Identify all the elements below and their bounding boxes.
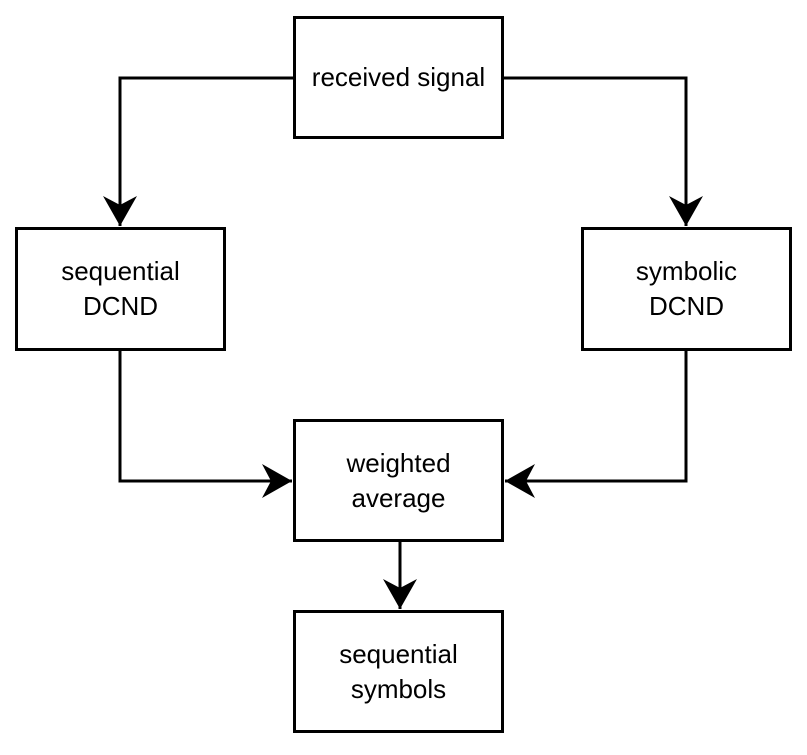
received-signal-node: received signal — [293, 16, 504, 139]
sequential-dcnd-label-line1: sequential — [61, 256, 180, 286]
weighted-average-node: weighted average — [293, 419, 504, 542]
edge-symbolic-dcnd-to-weighted-average — [505, 351, 688, 498]
weighted-average-label-line1: weighted — [346, 447, 451, 478]
symbolic-dcnd-label-line2: DCND — [648, 291, 725, 321]
sequential-dcnd-label-line2: DCND — [82, 291, 159, 321]
sequential-symbols-node: sequential symbols — [293, 610, 504, 733]
weighted-average-label-line2: average — [351, 482, 446, 513]
symbolic-dcnd-label-line1: symbolic — [635, 256, 738, 286]
sequential-symbols-label-line2: symbols — [350, 673, 447, 704]
edge-received-to-sequential-dcnd — [103, 76, 293, 226]
edge-received-to-symbolic-dcnd — [504, 76, 703, 226]
edge-sequential-dcnd-to-weighted-average — [118, 351, 292, 498]
received-signal-label: received signal — [311, 62, 486, 92]
symbolic-dcnd-node: symbolic DCND — [581, 227, 792, 351]
sequential-dcnd-node: sequential DCND — [15, 227, 226, 351]
sequential-symbols-label-line1: sequential — [339, 638, 458, 669]
